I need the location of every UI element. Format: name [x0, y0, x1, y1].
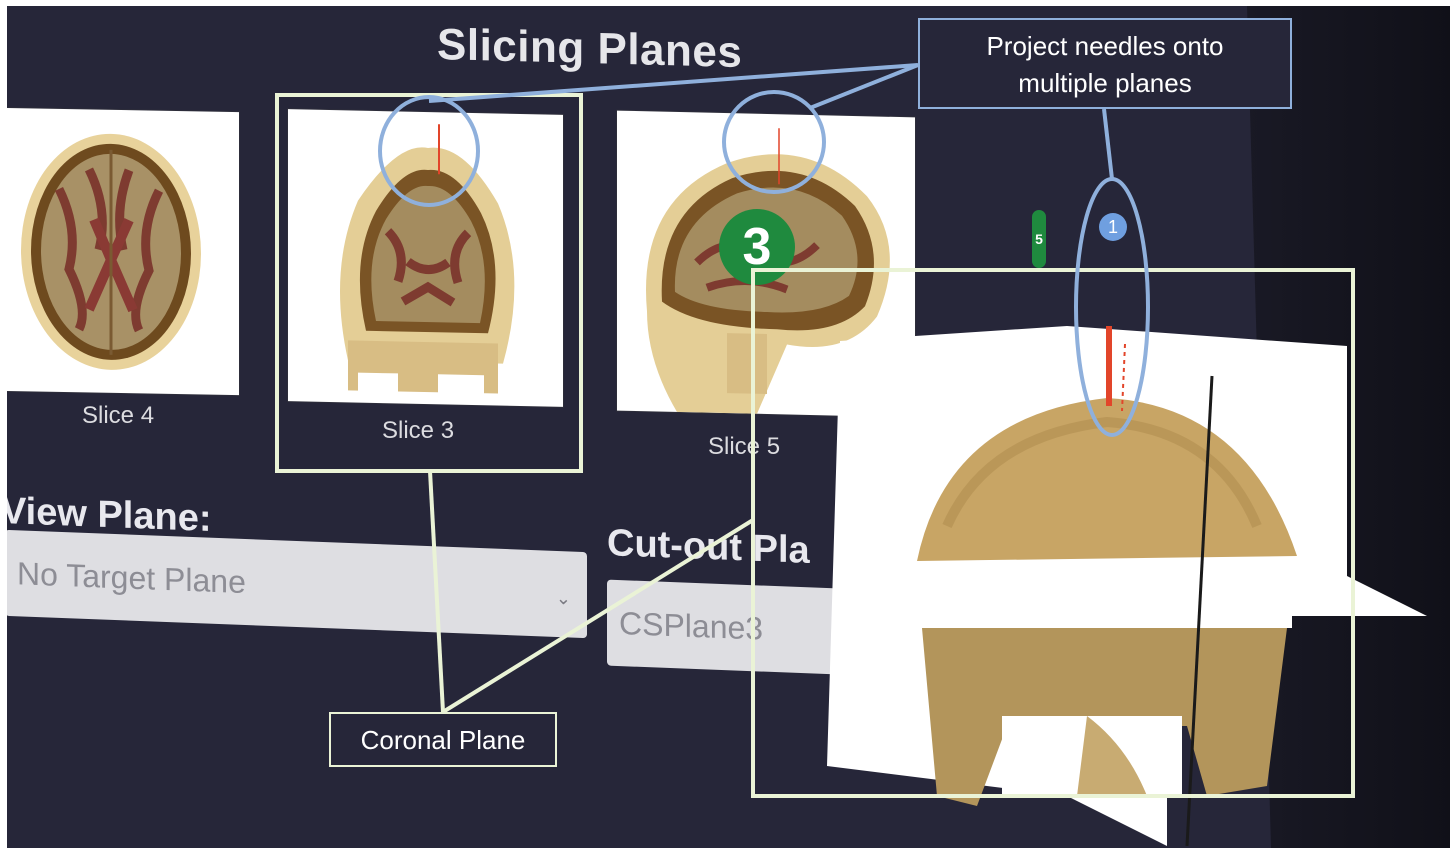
slice-label-5: Slice 5 — [708, 433, 781, 460]
panel-title: Slicing Planes — [437, 20, 743, 77]
slice-label-4: Slice 4 — [82, 402, 155, 429]
view-plane-dropdown[interactable]: No Target Plane ⌄ — [7, 529, 587, 639]
cutout-plane-label: Cut-out Pla — [607, 522, 810, 572]
project-callout-line-2: multiple planes — [1018, 68, 1192, 98]
slice-card-3[interactable] — [288, 109, 563, 407]
coronal-plane-callout: Coronal Plane — [329, 712, 557, 767]
project-callout-line-1: Project needles onto — [986, 31, 1224, 61]
project-needles-callout: Project needles onto multiple planes — [918, 18, 1292, 109]
slice-label-3: Slice 3 — [382, 417, 455, 444]
cutout-plane-dropdown[interactable]: CSPlane3 — [607, 579, 837, 675]
vr-scene: Slicing Planes Slice 4 Slice 3 — [7, 6, 1450, 848]
cutout-plane-selected: CSPlane3 — [619, 604, 764, 647]
chevron-down-icon: ⌄ — [555, 587, 571, 609]
head-3d-model[interactable] — [827, 326, 1427, 846]
slice5-marker-3[interactable]: 3 — [719, 209, 795, 285]
head-model-render — [827, 326, 1427, 846]
view-plane-selected: No Target Plane — [17, 554, 246, 600]
axial-brain-image — [21, 133, 201, 370]
coronal-callout-text: Coronal Plane — [360, 725, 526, 755]
coronal-brain-image — [340, 124, 515, 400]
needle-marker-1[interactable]: 1 — [1099, 213, 1127, 241]
needle-marker-5[interactable]: 5 — [1032, 210, 1046, 268]
slice-card-4[interactable] — [7, 107, 239, 396]
